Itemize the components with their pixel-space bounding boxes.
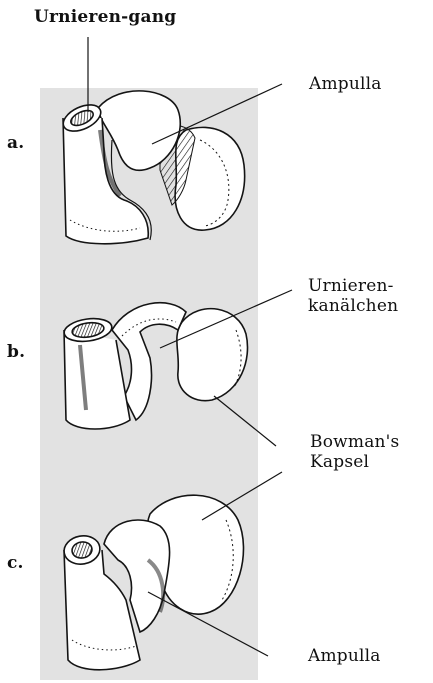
label-ampulla-bottom: Ampulla bbox=[308, 646, 381, 666]
label-urnieren-kanaelchen: Urnieren- kanälchen bbox=[308, 276, 398, 316]
label-ampulla-top: Ampulla bbox=[309, 74, 382, 94]
label-panel-c: c. bbox=[7, 553, 24, 573]
label-bowmans-kapsel: Bowman's Kapsel bbox=[310, 432, 399, 472]
label-panel-b: b. bbox=[7, 342, 25, 362]
label-urnieren-gang: Urnieren-gang bbox=[34, 7, 176, 27]
label-panel-a: a. bbox=[7, 133, 24, 153]
